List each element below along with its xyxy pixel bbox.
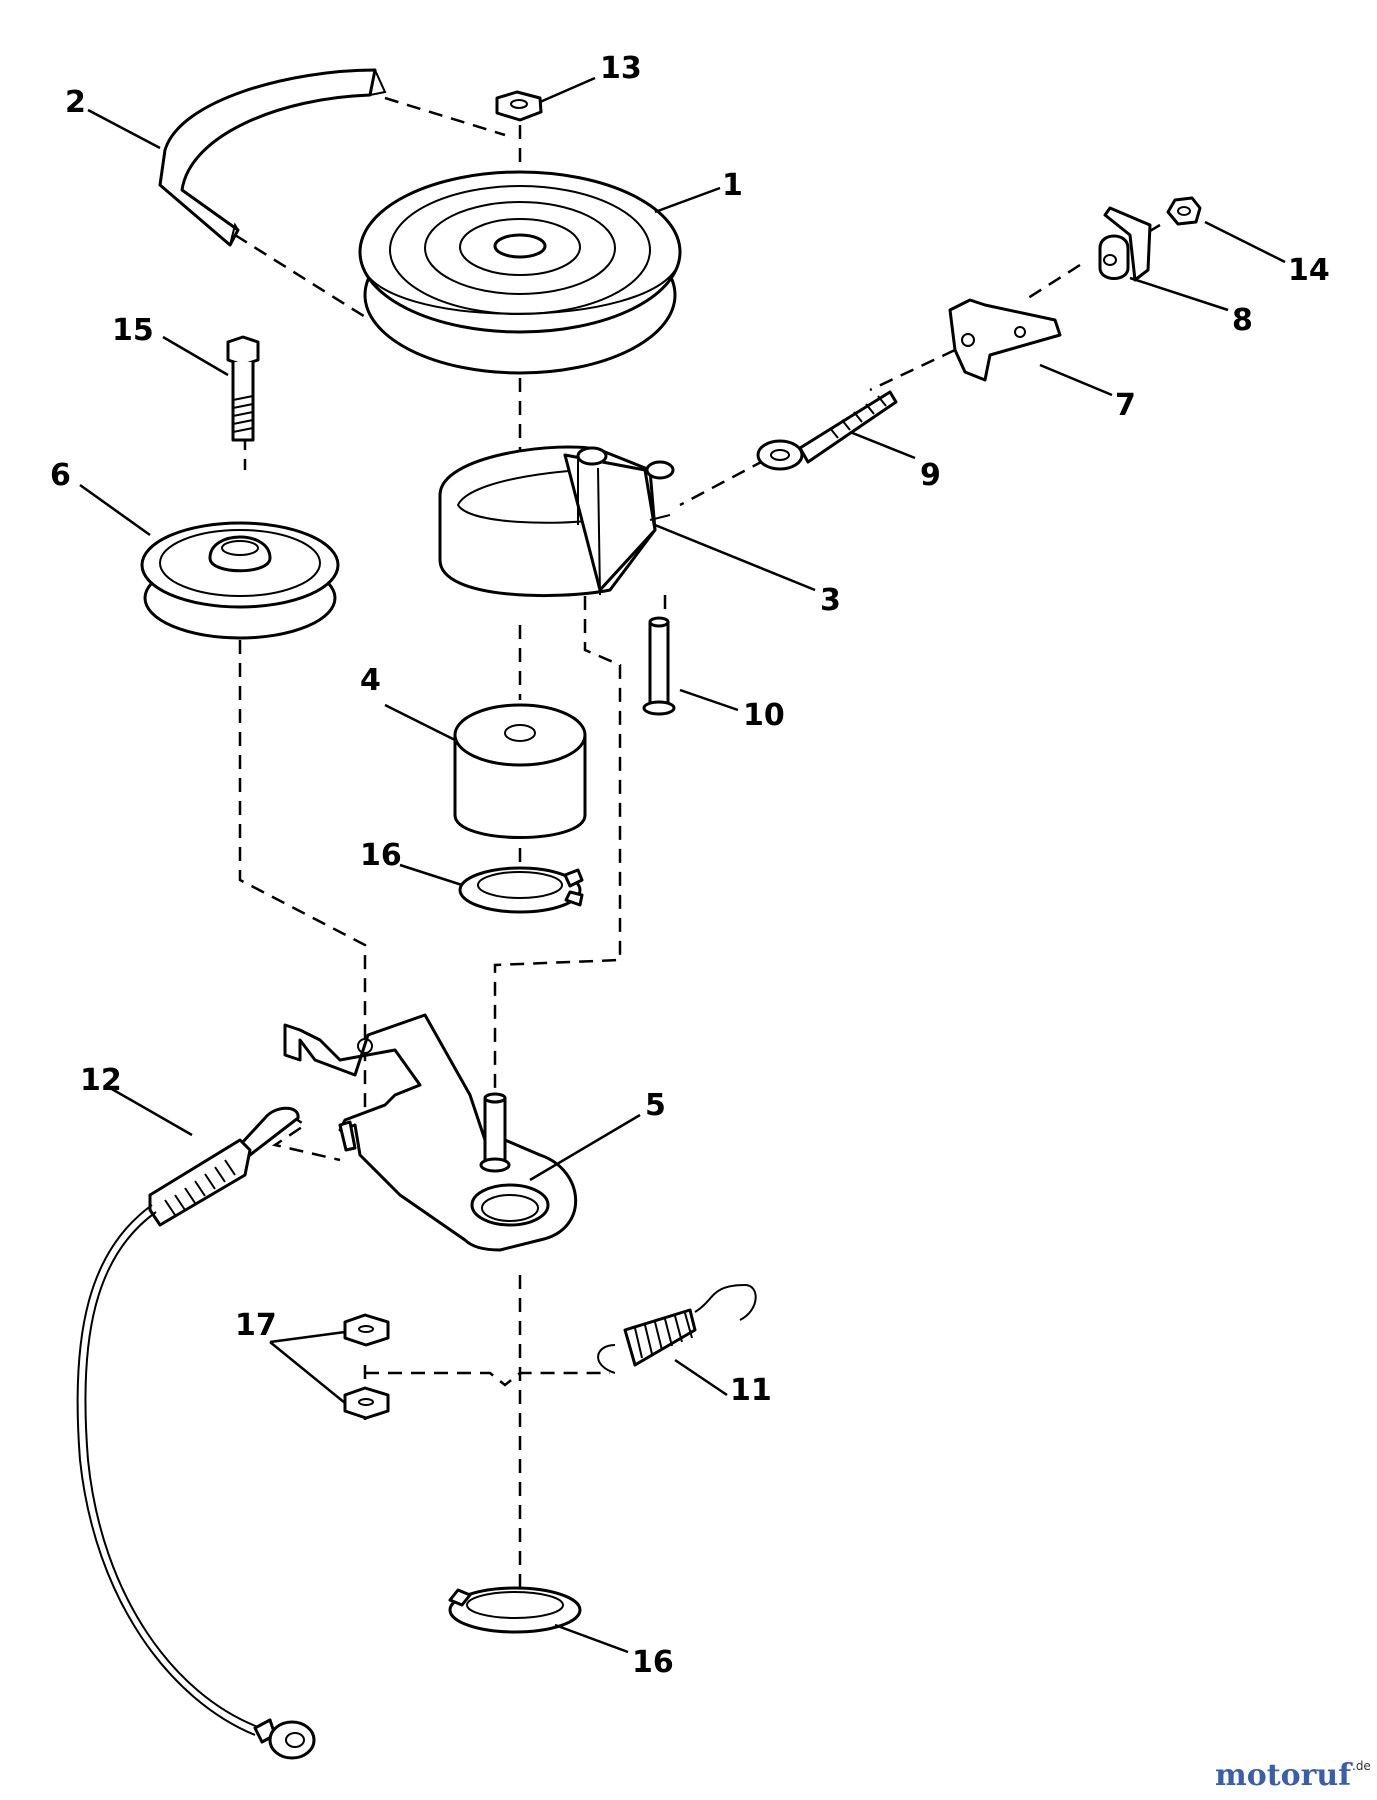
spring-11 — [597, 1283, 757, 1374]
watermark-logo: motoruf .de — [1215, 1758, 1371, 1793]
belt-guide — [158, 68, 387, 247]
pin-10 — [642, 616, 676, 716]
callout-8: 8 — [1232, 303, 1253, 338]
hex-nuts-17 — [343, 1313, 390, 1420]
spacer-4 — [453, 703, 587, 839]
callout-2: 2 — [65, 85, 86, 120]
small-pulley — [140, 521, 340, 640]
callout-4: 4 — [360, 663, 381, 698]
hex-nut-14 — [1166, 196, 1202, 226]
callout-9: 9 — [920, 458, 941, 493]
retaining-ring-lower — [448, 1586, 582, 1634]
bolt-15 — [226, 335, 260, 442]
callout-16-upper: 16 — [360, 838, 402, 873]
callout-11: 11 — [730, 1373, 772, 1408]
retaining-ring-upper — [458, 866, 584, 914]
callout-7: 7 — [1115, 388, 1136, 423]
callout-13: 13 — [600, 51, 642, 86]
callout-16-lower: 16 — [632, 1645, 674, 1680]
eye-bolt-9 — [756, 390, 898, 471]
callout-10: 10 — [743, 698, 785, 733]
angle-bracket-7 — [948, 298, 1062, 382]
watermark-tld: .de — [1352, 1759, 1371, 1773]
callout-numbers: 1 2 3 4 5 6 7 8 9 10 11 12 13 14 15 16 1… — [50, 51, 1330, 1680]
callout-6: 6 — [50, 458, 71, 493]
large-pulley — [358, 170, 682, 375]
callout-5: 5 — [645, 1088, 666, 1123]
callout-3: 3 — [820, 583, 841, 618]
callout-17: 17 — [235, 1308, 277, 1343]
leader-lines — [79, 76, 1286, 1654]
watermark-brand: motoruf — [1215, 1758, 1353, 1793]
hex-nut-13 — [495, 90, 543, 122]
idler-bracket — [283, 1013, 578, 1252]
callout-1: 1 — [722, 168, 743, 203]
callout-14: 14 — [1288, 253, 1330, 288]
cable-12 — [76, 1106, 316, 1760]
callout-12: 12 — [80, 1063, 122, 1098]
idler-arm — [438, 445, 675, 598]
callout-15: 15 — [112, 313, 154, 348]
bracket-8 — [1098, 206, 1152, 282]
